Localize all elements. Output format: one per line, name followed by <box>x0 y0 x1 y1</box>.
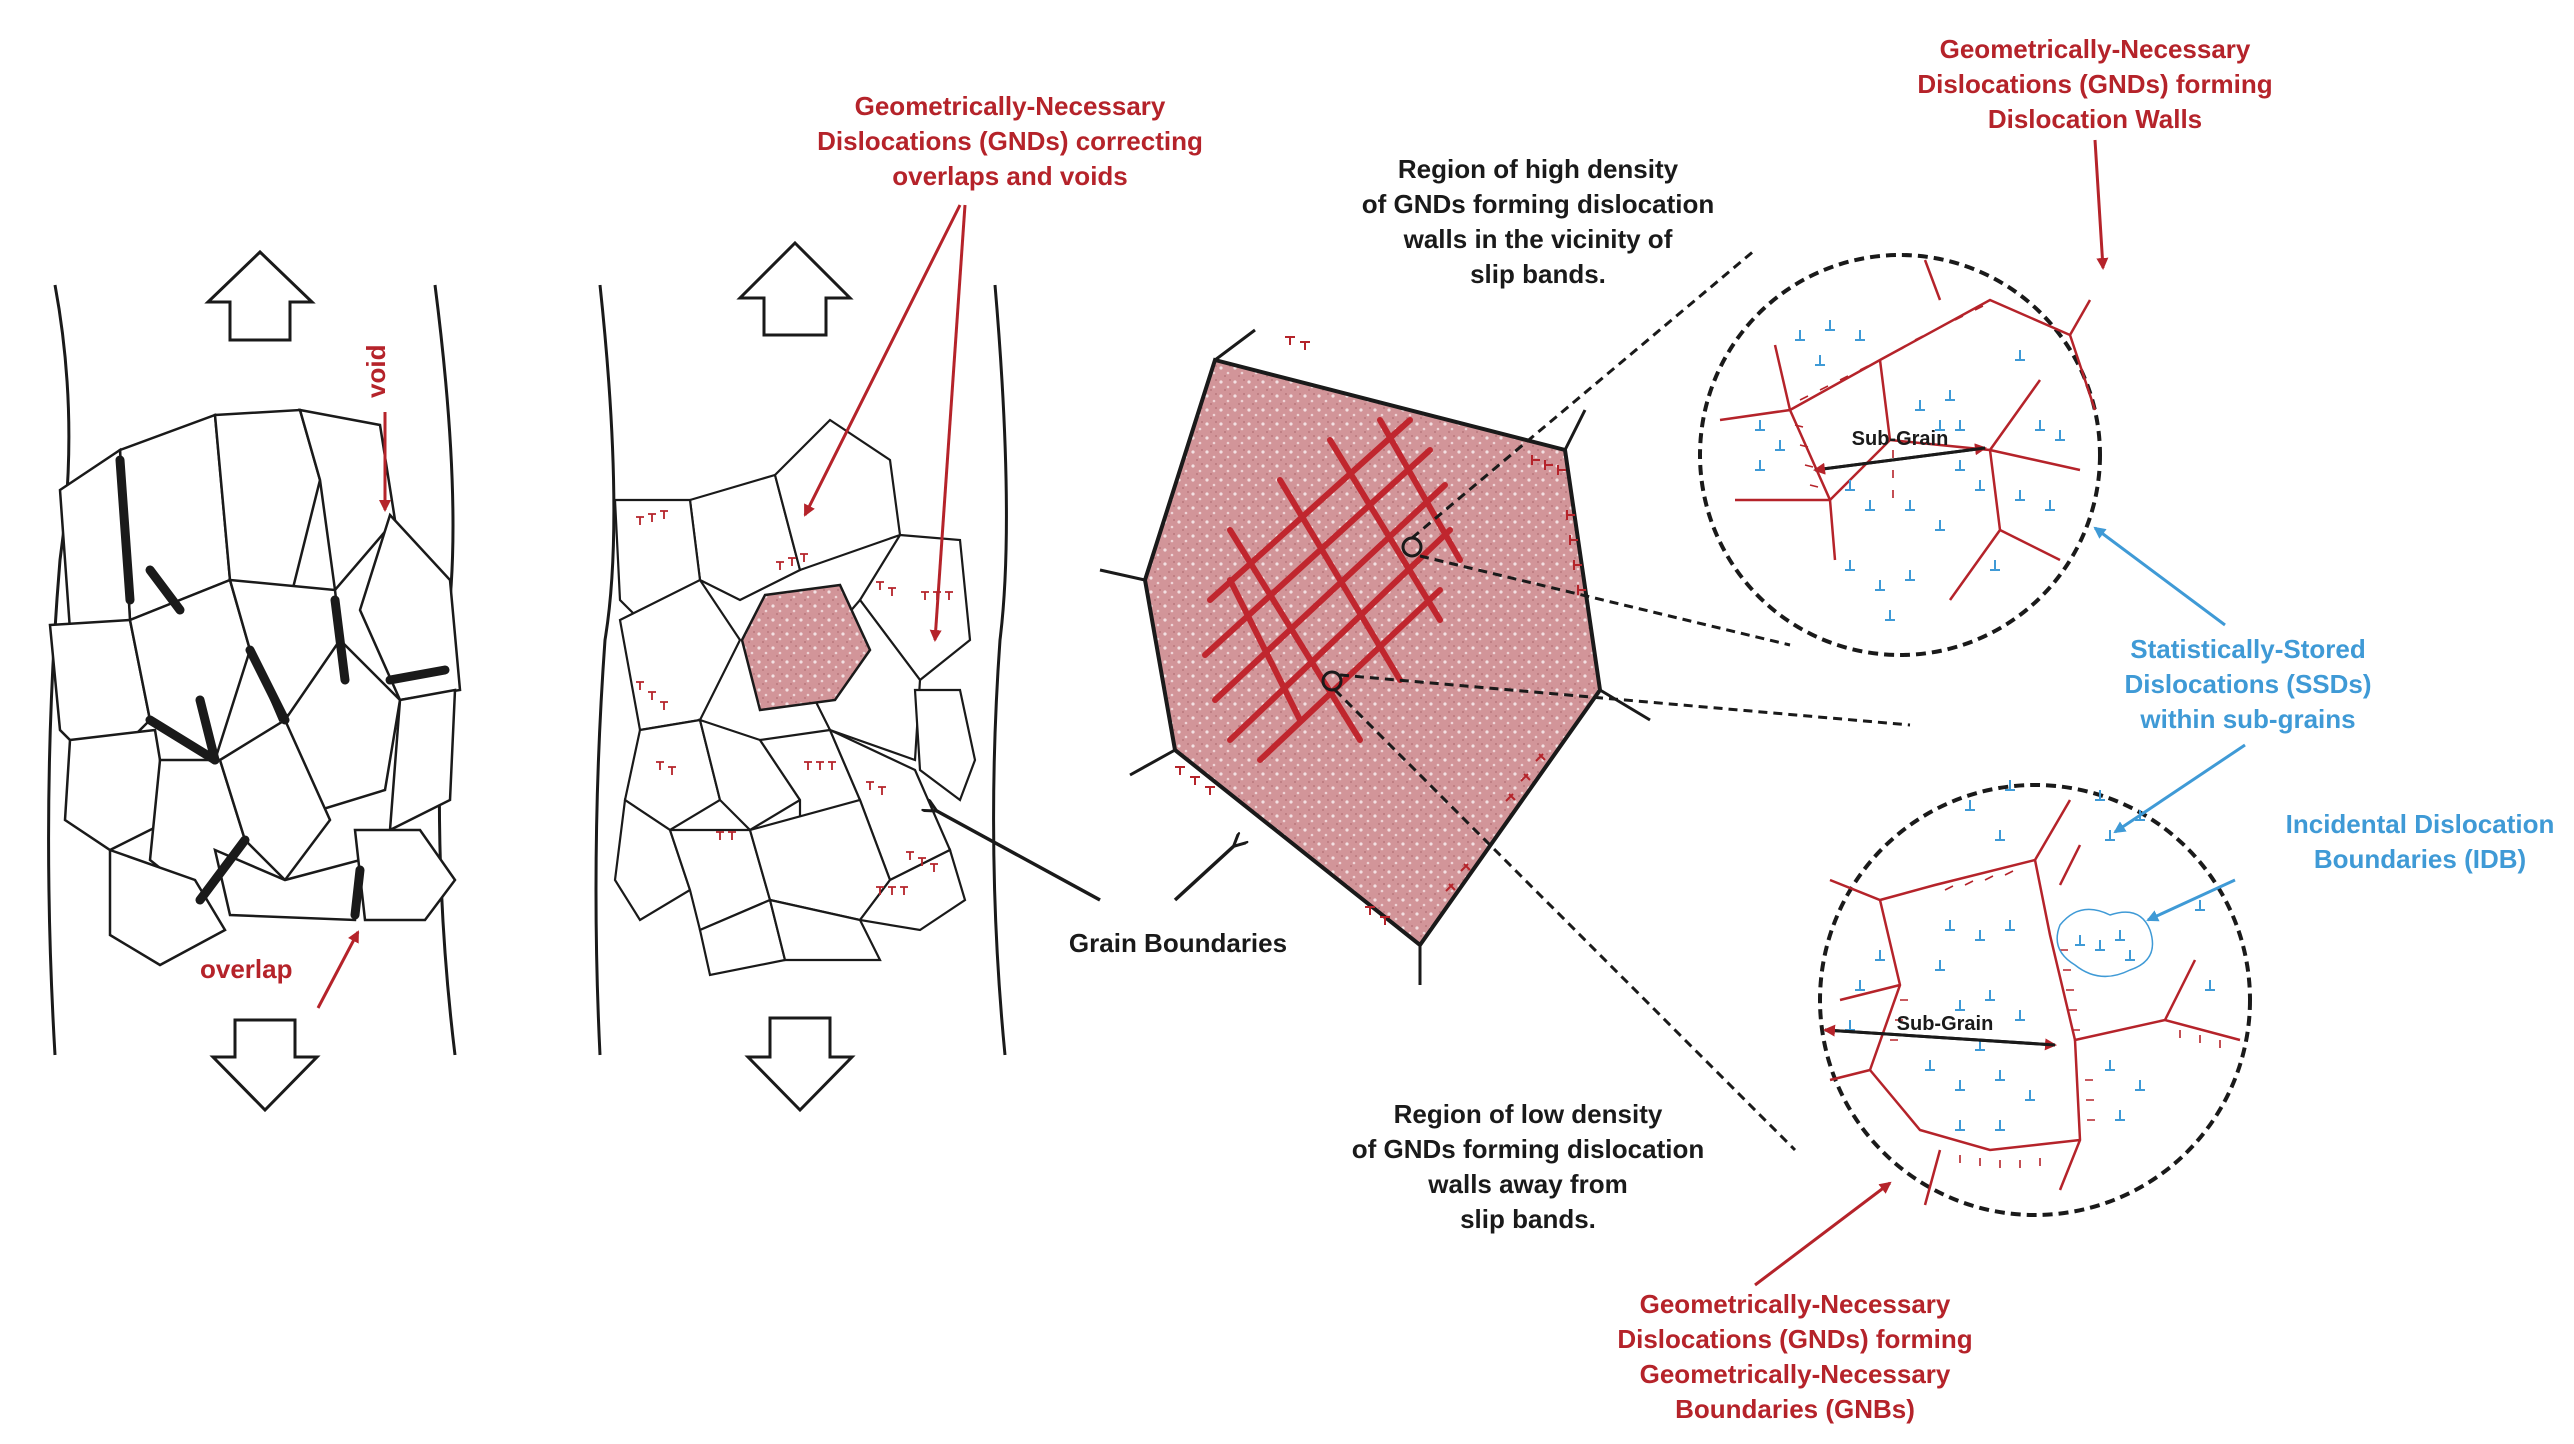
gnb-label: Geometrically-Necessary Dislocations (GN… <box>1617 1289 1972 1424</box>
up-arrow-icon <box>204 249 316 342</box>
svg-text:Boundaries (IDB): Boundaries (IDB) <box>2314 844 2526 874</box>
ssd-label: Statistically-Stored Dislocations (SSDs)… <box>2124 634 2371 734</box>
svg-text:within sub-grains: within sub-grains <box>2139 704 2355 734</box>
svg-text:Geometrically-Necessary: Geometrically-Necessary <box>1640 1359 1951 1389</box>
low-density-label: Region of low density of GNDs forming di… <box>1352 1099 1704 1234</box>
svg-text:of GNDs forming dislocation: of GNDs forming dislocation <box>1352 1134 1704 1164</box>
svg-text:Geometrically-Necessary: Geometrically-Necessary <box>1940 34 2251 64</box>
down-arrow-icon <box>744 1016 856 1113</box>
svg-text:walls in the vicinity of: walls in the vicinity of <box>1403 224 1673 254</box>
panel-deformed-grains: void overlap <box>47 249 462 1113</box>
grain-boundaries-label: Grain Boundaries <box>935 810 1287 958</box>
svg-text:of GNDs forming dislocation: of GNDs forming dislocation <box>1362 189 1714 219</box>
slip-bands <box>1202 417 1463 763</box>
svg-text:Region of high density: Region of high density <box>1398 154 1679 184</box>
overlap-label: overlap <box>200 954 293 984</box>
svg-text:Dislocations (GNDs) forming: Dislocations (GNDs) forming <box>1917 69 2272 99</box>
svg-text:Dislocation Walls: Dislocation Walls <box>1988 104 2202 134</box>
svg-text:Dislocations (GNDs) forming: Dislocations (GNDs) forming <box>1617 1324 1972 1354</box>
panel-gnd-grains: Geometrically-Necessary Dislocations (GN… <box>594 91 1203 1113</box>
svg-text:slip bands.: slip bands. <box>1460 1204 1596 1234</box>
svg-text:Geometrically-Necessary: Geometrically-Necessary <box>855 91 1166 121</box>
svg-text:walls away from: walls away from <box>1427 1169 1627 1199</box>
svg-text:Dislocations (GNDs) correcting: Dislocations (GNDs) correcting <box>817 126 1203 156</box>
void-label: void <box>361 345 391 398</box>
low-density-spot <box>1321 670 1343 692</box>
down-arrow-icon <box>209 1018 321 1113</box>
sub-grain-label-bottom: Sub-Grain <box>1897 1013 1994 1035</box>
svg-text:Boundaries (GNBs): Boundaries (GNBs) <box>1675 1394 1915 1424</box>
svg-text:Geometrically-Necessary: Geometrically-Necessary <box>1640 1289 1951 1319</box>
high-density-label: Region of high density of GNDs forming d… <box>1362 154 1714 289</box>
svg-text:slip bands.: slip bands. <box>1470 259 1606 289</box>
svg-text:Dislocations (SSDs): Dislocations (SSDs) <box>2124 669 2371 699</box>
svg-text:Incidental Dislocation: Incidental Dislocation <box>2286 809 2555 839</box>
gnd-grain-highlight <box>740 583 872 712</box>
idb-label: Incidental Dislocation Boundaries (IDB) <box>2286 809 2555 874</box>
sub-grain-label-top: Sub-Grain <box>1852 428 1949 450</box>
gnd-correcting-label: Geometrically-Necessary Dislocations (GN… <box>817 91 1203 191</box>
gnd-walls-label: Geometrically-Necessary Dislocations (GN… <box>1917 34 2272 134</box>
svg-text:Statistically-Stored: Statistically-Stored <box>2130 634 2366 664</box>
up-arrow-icon <box>736 240 854 337</box>
magnified-view-low-density: Sub-Grain <box>1818 780 2252 1217</box>
panel-single-grain <box>1099 248 1911 1152</box>
svg-text:overlaps and voids: overlaps and voids <box>892 161 1128 191</box>
magnified-view-high-density: Sub-Grain <box>1698 253 2102 657</box>
svg-text:Region of low density: Region of low density <box>1394 1099 1663 1129</box>
svg-text:Grain Boundaries: Grain Boundaries <box>1069 928 1287 958</box>
